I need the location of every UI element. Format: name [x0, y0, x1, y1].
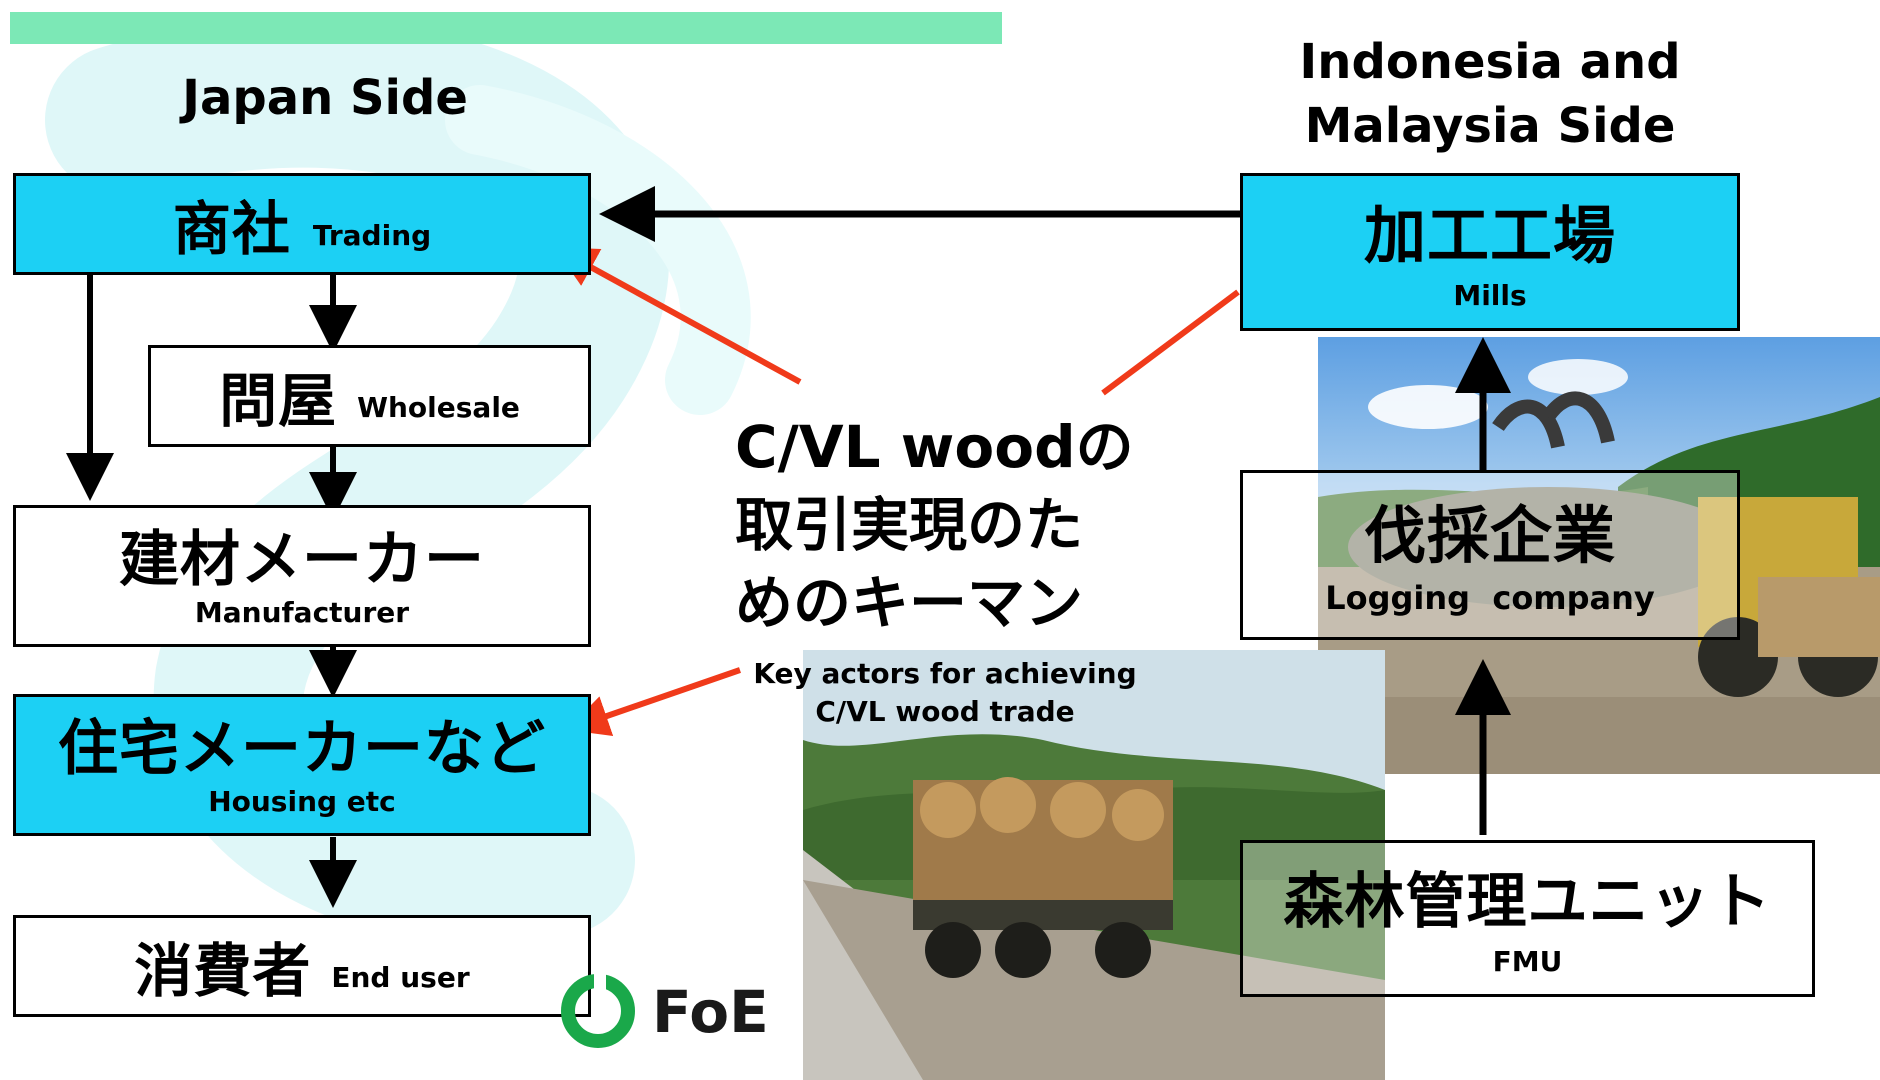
red-arrow-to-housing: [566, 667, 741, 737]
top-accent-bar: [10, 12, 1002, 44]
housing-box: 住宅メーカーなど Housing etc: [13, 694, 591, 836]
key-actors-en-line1: Key actors for achieving: [753, 657, 1137, 690]
end-user-box: 消費者 End user: [13, 915, 591, 1017]
key-actors-en-caption: Key actors for achieving C/VL wood trade: [735, 655, 1155, 731]
red-line-to-mills: [1101, 289, 1240, 396]
red-arrow-to-trading: [554, 247, 802, 385]
trading-en-label: Trading: [312, 218, 432, 252]
end-user-jp-label: 消費者: [134, 937, 312, 1005]
foe-logo-text: FoE: [652, 978, 769, 1046]
end-user-en-label: End user: [331, 960, 470, 994]
producer-side-title-line2: Malaysia Side: [1304, 98, 1676, 154]
key-actors-en-line2: C/VL wood trade: [815, 695, 1075, 728]
key-actors-jp-heading: C/VL woodの 取引実現のた めのキーマン: [735, 408, 1155, 642]
manufacturer-box: 建材メーカー Manufacturer: [13, 505, 591, 647]
fmu-jp-label: 森林管理ユニット: [1283, 867, 1772, 937]
fmu-box: 森林管理ユニット FMU: [1240, 840, 1815, 997]
logging-en-label: Logging company: [1325, 579, 1655, 617]
trading-jp-label: 商社: [172, 195, 291, 263]
key-actors-jp-line1: C/VL woodの: [735, 413, 1134, 481]
trading-box: 商社 Trading: [13, 173, 591, 275]
wholesale-jp-label: 問屋: [219, 367, 338, 435]
fmu-en-label: FMU: [1492, 945, 1563, 978]
housing-jp-label: 住宅メーカーなど: [58, 713, 546, 784]
wholesale-box: 問屋 Wholesale: [148, 345, 591, 447]
foe-logo: FoE: [560, 968, 800, 1050]
wholesale-en-label: Wholesale: [357, 390, 520, 424]
key-actors-jp-line2: 取引実現のた: [735, 491, 1084, 559]
manufacturer-en-label: Manufacturer: [194, 595, 410, 629]
key-actors-jp-line3: めのキーマン: [735, 569, 1084, 637]
japan-side-title: Japan Side: [182, 70, 468, 126]
logging-jp-label: 伐採企業: [1363, 499, 1616, 572]
mills-box: 加工工場 Mills: [1240, 173, 1740, 331]
mills-jp-label: 加工工場: [1363, 198, 1616, 272]
producer-side-title-line1: Indonesia and: [1299, 34, 1681, 90]
mills-en-label: Mills: [1453, 278, 1527, 312]
producer-side-title: Indonesia and Malaysia Side: [1260, 30, 1720, 158]
housing-en-label: Housing etc: [208, 784, 396, 818]
logging-box: 伐採企業 Logging company: [1240, 470, 1740, 640]
log-truck-photo: [803, 650, 1385, 1080]
manufacturer-jp-label: 建材メーカー: [119, 524, 485, 595]
logging-yard-photo: [1318, 337, 1880, 774]
